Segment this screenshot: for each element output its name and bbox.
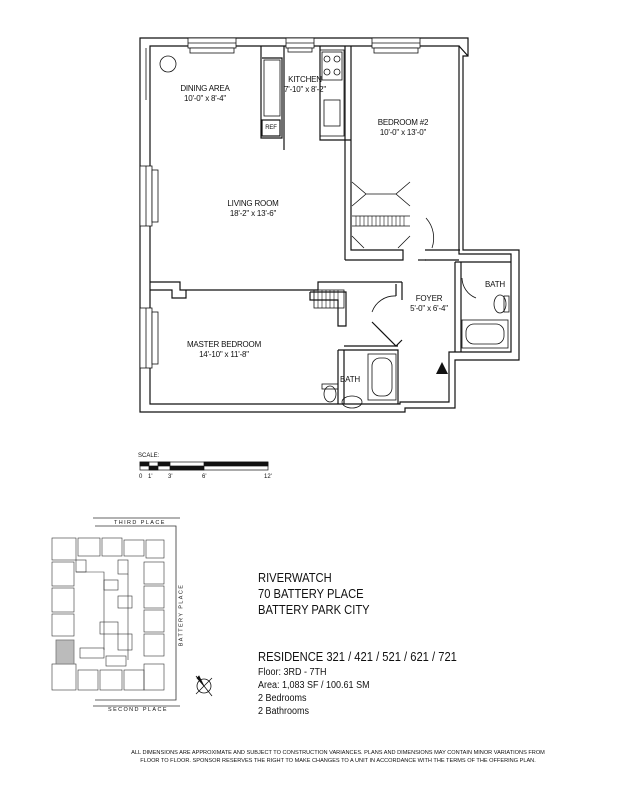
kitchen-appliances	[263, 49, 345, 137]
scale-tick-6: 6'	[202, 474, 207, 480]
disclaimer: ALL DIMENSIONS ARE APPROXIMATE AND SUBJE…	[118, 749, 558, 765]
windows	[139, 37, 421, 369]
wall-bath1	[454, 261, 511, 352]
scale-title: SCALE:	[138, 453, 160, 459]
residence-floor: Floor: 3RD - 7TH	[258, 667, 327, 678]
unit-highlight	[55, 639, 75, 665]
building-name: RIVERWATCH	[258, 570, 332, 585]
exterior-wall-inner	[149, 45, 512, 405]
scale-bar	[139, 461, 269, 471]
wall-bath2	[337, 345, 399, 404]
disclaimer-line-2: FLOOR TO FLOOR. SPONSOR RESERVES THE RIG…	[140, 758, 536, 764]
building-area: BATTERY PARK CITY	[258, 602, 370, 617]
residence-bedrooms: 2 Bedrooms	[258, 693, 307, 704]
scale-tick-1: 1'	[148, 474, 153, 480]
building-address: 70 BATTERY PLACE	[258, 586, 364, 601]
bath-fixtures	[321, 294, 510, 409]
residence-size: Area: 1,083 SF / 100.61 SM	[258, 680, 370, 691]
street-battery-place: BATTERY PLACE	[178, 583, 185, 647]
street-second-place: SECOND PLACE	[108, 707, 168, 713]
closets	[313, 181, 477, 313]
disclaimer-line-1: ALL DIMENSIONS ARE APPROXIMATE AND SUBJE…	[131, 750, 545, 756]
residence-bathrooms: 2 Bathrooms	[258, 706, 310, 717]
entry-arrow	[436, 362, 448, 374]
compass-icon	[195, 675, 213, 697]
label-bath1: BATH	[485, 280, 505, 289]
label-ref: REF	[265, 125, 277, 131]
wall-living-master	[150, 281, 402, 299]
scale-tick-0: 0	[139, 474, 143, 480]
label-bath2: BATH	[340, 375, 360, 384]
building-info: RIVERWATCH 70 BATTERY PLACE BATTERY PARK…	[258, 570, 388, 618]
residence-info: RESIDENCE 321 / 421 / 521 / 621 / 721 Fl…	[258, 649, 489, 718]
scale-tick-12: 12'	[264, 474, 272, 480]
scale-tick-3: 3'	[168, 474, 173, 480]
wall-bedroom2	[344, 46, 404, 261]
column	[159, 55, 177, 73]
street-third-place: THIRD PLACE	[114, 520, 166, 526]
residence-title: RESIDENCE 321 / 421 / 521 / 621 / 721	[258, 649, 457, 664]
